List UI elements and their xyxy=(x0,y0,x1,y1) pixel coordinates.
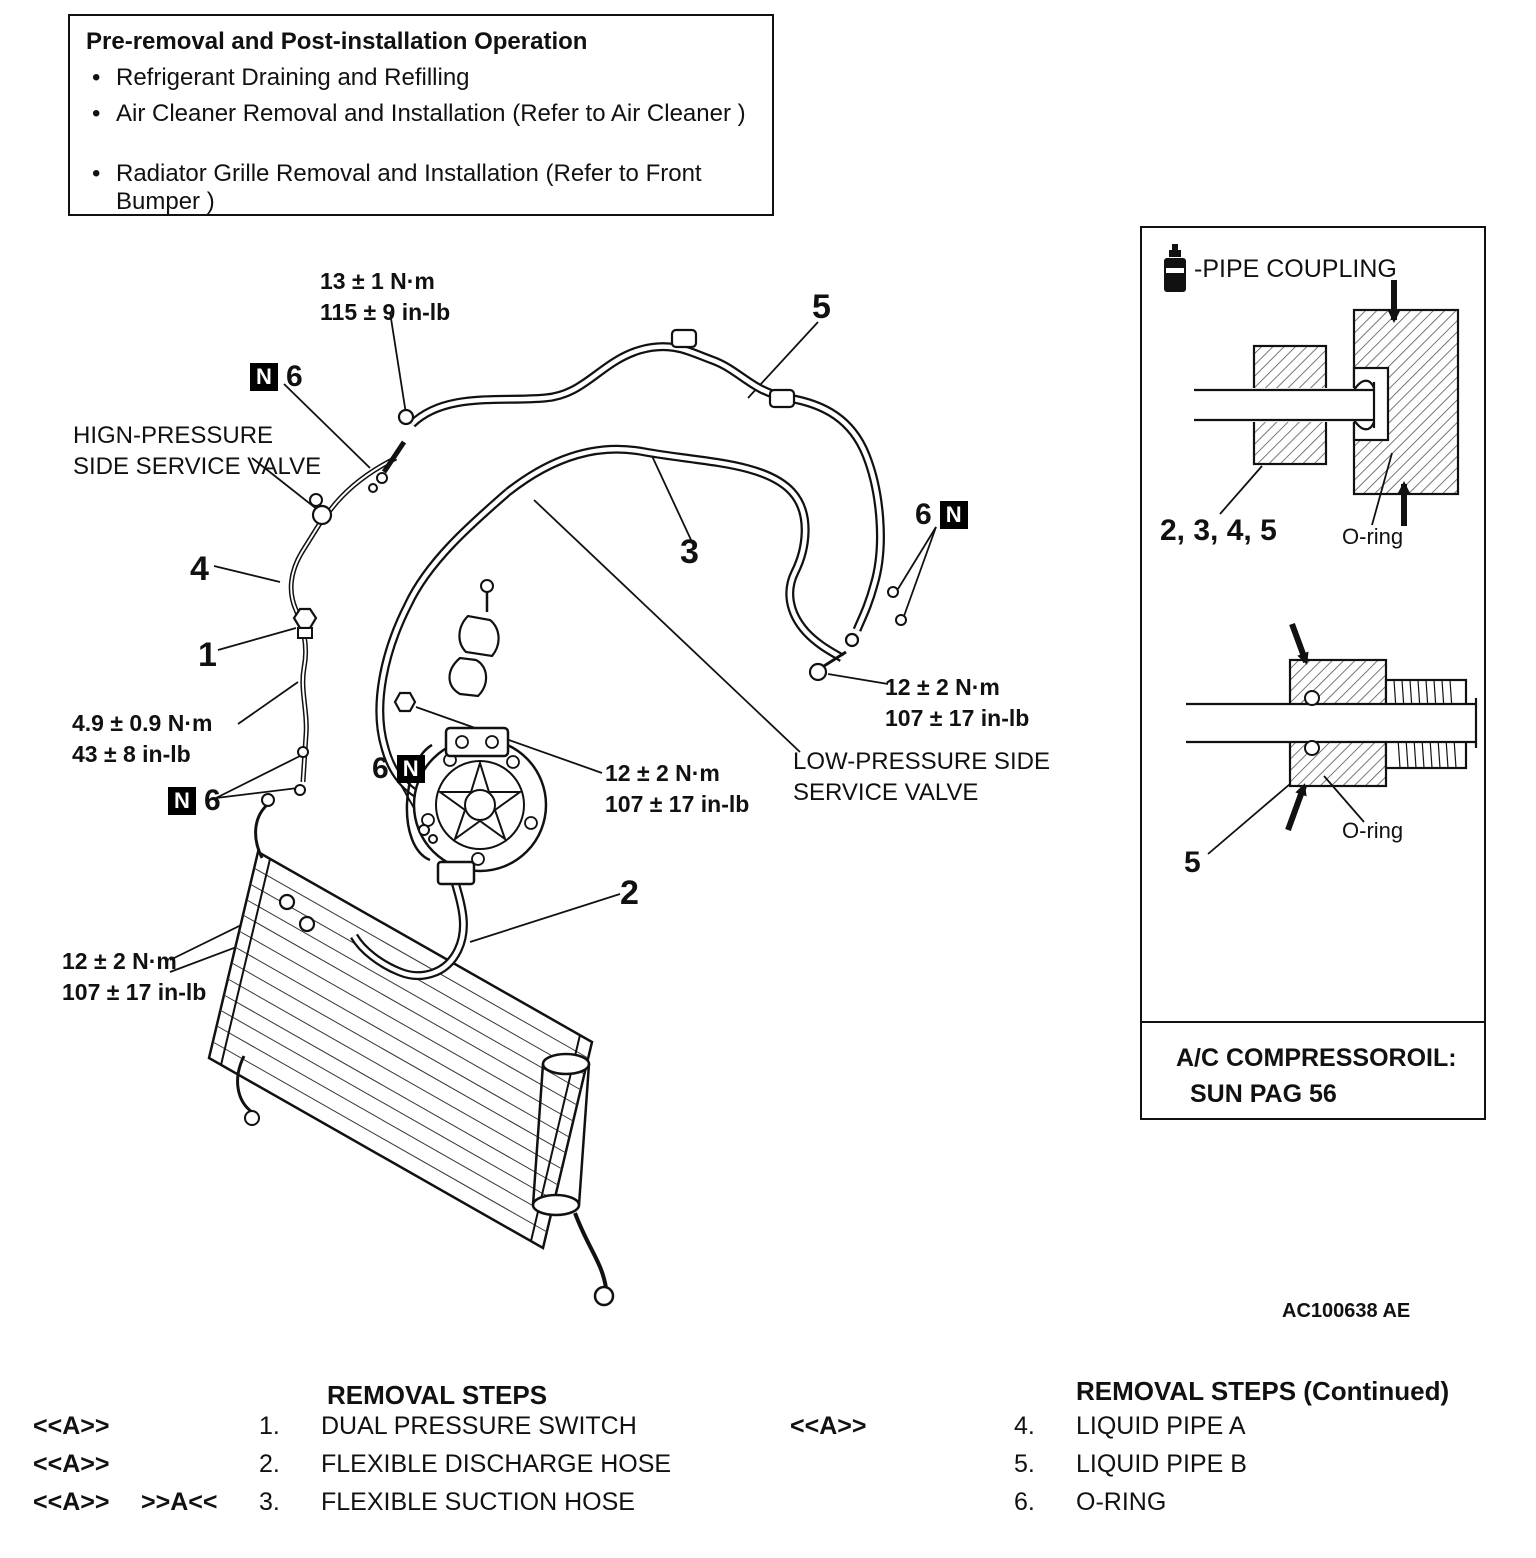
torque-label-12nm-bottom: 12 ± 2 N·m 107 ± 17 in-lb xyxy=(62,948,207,1006)
low-pressure-valve-label: LOW-PRESSURE SIDE SERVICE VALVE xyxy=(793,748,1050,807)
step-number: 2. xyxy=(259,1450,280,1478)
pre-op-title: Pre-removal and Post-installation Operat… xyxy=(86,28,588,55)
leader-lines xyxy=(169,311,937,973)
panel-divider xyxy=(1142,1021,1484,1023)
fasteners-artwork xyxy=(278,328,907,933)
n-new-part-icon: N xyxy=(939,501,968,529)
removal-steps-header: REMOVAL STEPS xyxy=(327,1380,548,1410)
n-marker-top: N 6 xyxy=(250,360,303,394)
callout-4: 4 xyxy=(190,550,209,588)
torque-label-49nm: 4.9 ± 0.9 N·m 43 ± 8 in-lb xyxy=(72,710,213,768)
callout-6: 6 xyxy=(372,752,389,785)
step-number: 6. xyxy=(1014,1488,1035,1516)
refrigerant-pipes xyxy=(288,342,885,980)
oring-label-bottom: O-ring xyxy=(1342,818,1404,843)
step-marker: <<A>> xyxy=(33,1450,110,1478)
removal-steps-right: <<A>> 4. LIQUID PIPE A 5. LIQUID PIPE B … xyxy=(790,1412,1490,1517)
n-new-part-icon: N xyxy=(250,363,278,391)
oil-applicator-icon xyxy=(1164,244,1186,292)
flare-coupling-illustration xyxy=(1194,280,1460,526)
coupling-parts-label: 2, 3, 4, 5 xyxy=(1160,514,1277,547)
oring-label-top: O-ring xyxy=(1342,524,1404,549)
figure-code: AC100638 AE xyxy=(1282,1300,1411,1322)
step-number: 3. xyxy=(259,1488,280,1516)
n-new-part-icon: N xyxy=(168,787,196,815)
pre-operation-box: Pre-removal and Post-installation Operat… xyxy=(68,14,774,216)
step-marker: <<A>> xyxy=(33,1488,110,1516)
pre-op-bullet-list: Refrigerant Draining and Refilling Air C… xyxy=(86,64,756,216)
step-marker: <<A>> xyxy=(33,1412,110,1440)
n-marker-right: 6 N xyxy=(915,498,968,532)
removal-steps-left: <<A>> 1. DUAL PRESSURE SWITCH <<A>> 2. F… xyxy=(33,1412,773,1517)
condenser-artwork xyxy=(207,793,594,1250)
step-name: LIQUID PIPE A xyxy=(1076,1412,1246,1440)
torque-label-12nm-center: 12 ± 2 N·m 107 ± 17 in-lb xyxy=(605,760,750,818)
pre-op-bullet: Radiator Grille Removal and Installation… xyxy=(86,160,766,216)
removal-steps-continued-header: REMOVAL STEPS (Continued) xyxy=(1076,1376,1450,1406)
step-name: FLEXIBLE SUCTION HOSE xyxy=(321,1488,635,1516)
coupling-part5-label: 5 xyxy=(1184,846,1201,879)
torque-label-12nm-right: 12 ± 2 N·m 107 ± 17 in-lb xyxy=(885,674,1030,732)
step-marker: >>A<< xyxy=(141,1488,218,1516)
high-pressure-valve-label: HIGN-PRESSURE SIDE SERVICE VALVE xyxy=(73,422,322,481)
step-number: 4. xyxy=(1014,1412,1035,1440)
callout-3: 3 xyxy=(680,533,699,571)
compressor-artwork xyxy=(405,726,548,886)
step-name: DUAL PRESSURE SWITCH xyxy=(321,1412,637,1440)
step-name: O-RING xyxy=(1076,1488,1167,1516)
callout-6: 6 xyxy=(204,784,221,817)
step-name: FLEXIBLE DISCHARGE HOSE xyxy=(321,1450,672,1478)
callout-1: 1 xyxy=(198,636,217,674)
step-name: LIQUID PIPE B xyxy=(1076,1450,1247,1478)
n-marker-center: 6 N xyxy=(372,752,425,786)
pre-op-bullet: Refrigerant Draining and Refilling xyxy=(86,64,756,92)
n-marker-left: N 6 xyxy=(168,784,221,818)
step-number: 5. xyxy=(1014,1450,1035,1478)
pre-op-bullet: Air Cleaner Removal and Installation (Re… xyxy=(86,100,756,128)
callout-2: 2 xyxy=(620,874,639,912)
callout-6: 6 xyxy=(915,498,932,531)
panel-header: -PIPE COUPLING xyxy=(1160,244,1397,294)
callout-5: 5 xyxy=(812,288,831,326)
receiver-drier-artwork xyxy=(531,1052,615,1307)
threaded-coupling-illustration xyxy=(1186,622,1478,855)
compressor-oil-note: A/C COMPRESSOROIL: SUN PAG 56 xyxy=(1176,1044,1457,1109)
callout-6: 6 xyxy=(286,360,303,393)
step-number: 1. xyxy=(259,1412,280,1440)
pipe-coupling-artwork xyxy=(1186,280,1478,855)
torque-label-13nm: 13 ± 1 N·m 115 ± 9 in-lb xyxy=(320,268,451,326)
n-new-part-icon: N xyxy=(396,755,425,783)
pipe-coupling-panel: -PIPE COUPLING 2, 3, 4, 5 O-ring O-ring … xyxy=(1140,226,1486,1120)
step-marker: <<A>> xyxy=(790,1412,867,1440)
panel-title: -PIPE COUPLING xyxy=(1194,254,1397,283)
